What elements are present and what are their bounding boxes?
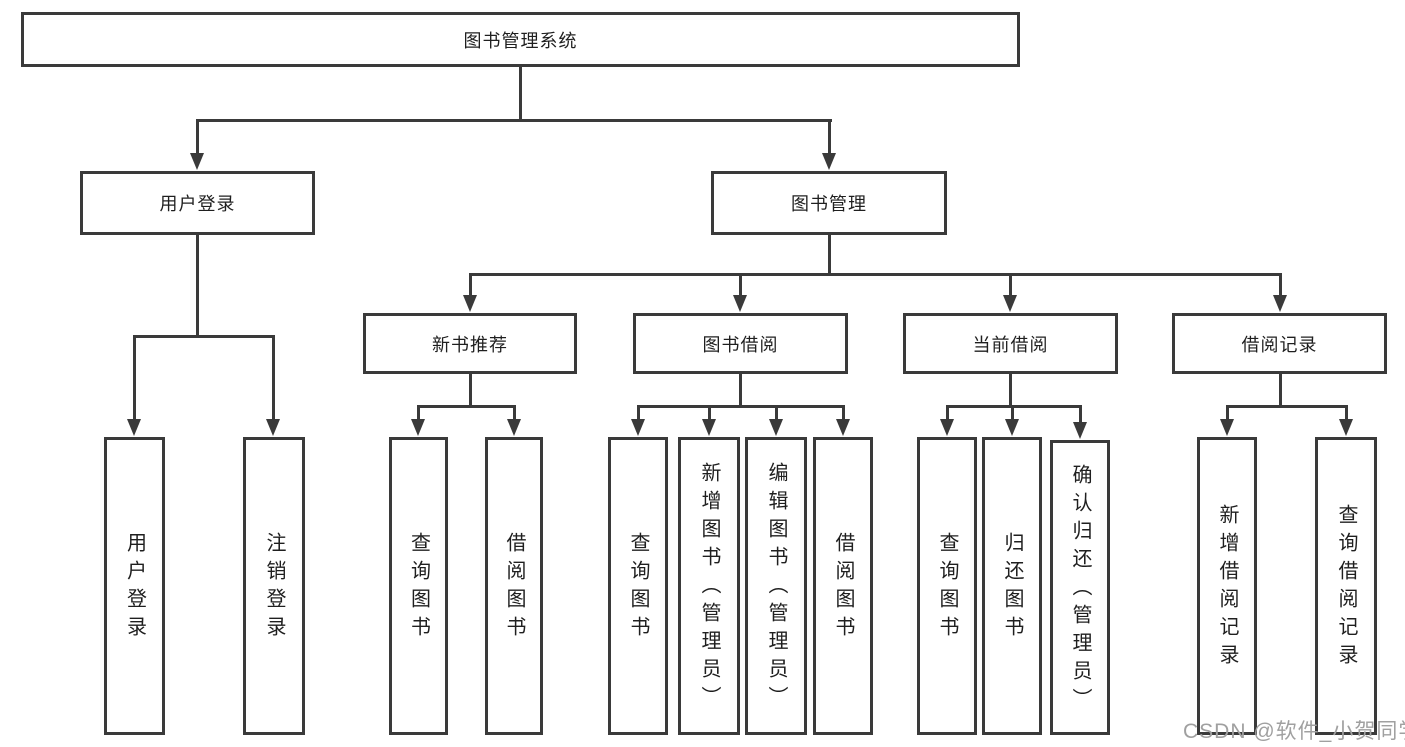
connector-line bbox=[946, 405, 1082, 408]
leaf-query-books-1: 查询图书 bbox=[389, 437, 448, 735]
arrowhead-down-icon bbox=[769, 419, 783, 436]
connector-line bbox=[1226, 405, 1348, 408]
arrowhead-down-icon bbox=[266, 419, 280, 436]
arrowhead-down-icon bbox=[1273, 295, 1287, 312]
connector-line bbox=[1009, 273, 1012, 299]
leaf-borrow-books-2: 借阅图书 bbox=[813, 437, 873, 735]
watermark: CSDN @软件_小贺同学 bbox=[1183, 720, 1405, 743]
connector-line bbox=[1345, 405, 1348, 423]
node-current-borrow: 当前借阅 bbox=[903, 313, 1118, 374]
connector-line bbox=[828, 235, 831, 276]
arrowhead-down-icon bbox=[1220, 419, 1234, 436]
leaf-user-login: 用户登录 bbox=[104, 437, 165, 735]
leaf-add-book-admin: 新增图书（管理员） bbox=[678, 437, 740, 735]
connector-line bbox=[417, 405, 516, 408]
connector-line bbox=[196, 119, 832, 122]
connector-line bbox=[196, 235, 199, 338]
leaf-add-borrow-record: 新增借阅记录 bbox=[1197, 437, 1257, 735]
node-user-login: 用户登录 bbox=[80, 171, 315, 235]
arrowhead-down-icon bbox=[940, 419, 954, 436]
connector-line bbox=[739, 273, 742, 299]
connector-line bbox=[196, 119, 199, 156]
leaf-query-books-2: 查询图书 bbox=[608, 437, 668, 735]
node-borrow-records: 借阅记录 bbox=[1172, 313, 1387, 374]
connector-line bbox=[637, 405, 640, 423]
connector-line bbox=[417, 405, 420, 423]
arrowhead-down-icon bbox=[463, 295, 477, 312]
leaf-edit-book-admin: 编辑图书（管理员） bbox=[745, 437, 807, 735]
arrowhead-down-icon bbox=[702, 419, 716, 436]
arrowhead-down-icon bbox=[836, 419, 850, 436]
connector-line bbox=[1226, 405, 1229, 423]
leaf-borrow-books-1: 借阅图书 bbox=[485, 437, 543, 735]
connector-line bbox=[946, 405, 949, 423]
connector-line bbox=[1011, 405, 1014, 423]
connector-line bbox=[519, 67, 522, 121]
arrowhead-down-icon bbox=[822, 153, 836, 170]
connector-line bbox=[469, 273, 472, 299]
arrowhead-down-icon bbox=[127, 419, 141, 436]
connector-line bbox=[272, 335, 275, 422]
connector-line bbox=[637, 405, 845, 408]
node-library-system: 图书管理系统 bbox=[21, 12, 1020, 67]
connector-line bbox=[842, 405, 845, 423]
leaf-query-borrow-record: 查询借阅记录 bbox=[1315, 437, 1377, 735]
arrowhead-down-icon bbox=[411, 419, 425, 436]
arrowhead-down-icon bbox=[507, 419, 521, 436]
arrowhead-down-icon bbox=[631, 419, 645, 436]
arrowhead-down-icon bbox=[190, 153, 204, 170]
arrowhead-down-icon bbox=[1073, 422, 1087, 439]
arrowhead-down-icon bbox=[1003, 295, 1017, 312]
connector-line bbox=[1279, 374, 1282, 407]
connector-line bbox=[828, 119, 831, 156]
connector-line bbox=[1009, 374, 1012, 407]
leaf-query-books-3: 查询图书 bbox=[917, 437, 977, 735]
leaf-logout: 注销登录 bbox=[243, 437, 305, 735]
connector-line bbox=[1279, 273, 1282, 299]
connector-line bbox=[708, 405, 711, 423]
connector-line bbox=[469, 273, 1282, 276]
connector-line bbox=[739, 374, 742, 407]
node-book-management: 图书管理 bbox=[711, 171, 947, 235]
leaf-confirm-return-admin: 确认归还（管理员） bbox=[1050, 440, 1110, 735]
arrowhead-down-icon bbox=[733, 295, 747, 312]
connector-line bbox=[1079, 405, 1082, 423]
leaf-return-book: 归还图书 bbox=[982, 437, 1042, 735]
connector-line bbox=[133, 335, 136, 422]
connector-line bbox=[513, 405, 516, 423]
node-book-borrow: 图书借阅 bbox=[633, 313, 848, 374]
arrowhead-down-icon bbox=[1339, 419, 1353, 436]
node-new-book-recommend: 新书推荐 bbox=[363, 313, 577, 374]
connector-line bbox=[133, 335, 275, 338]
connector-line bbox=[775, 405, 778, 423]
connector-line bbox=[469, 374, 472, 407]
arrowhead-down-icon bbox=[1005, 419, 1019, 436]
